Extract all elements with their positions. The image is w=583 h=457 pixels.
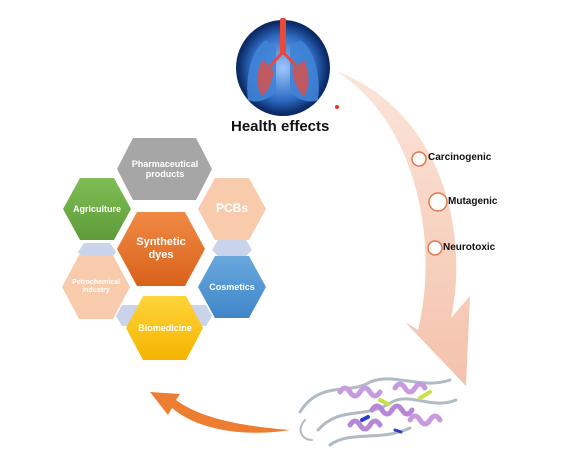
petrochemical-industry-label: Petrochemical industry <box>72 278 120 294</box>
neurotoxic-bullet <box>427 240 443 256</box>
hex-connector <box>212 240 252 256</box>
hexagon-agriculture <box>63 178 131 240</box>
carcinogenic-bullet <box>411 151 427 167</box>
carcinogenic-label: Carcinogenic <box>428 152 492 163</box>
return-arrow <box>150 392 290 433</box>
neurotoxic-label: Neurotoxic <box>443 242 496 253</box>
health-effects-title: Health effects <box>231 118 330 135</box>
protein-structure-image <box>298 377 458 447</box>
biomedicine-label: Biomedicine <box>138 322 192 333</box>
health-flow-arrow <box>336 71 470 386</box>
mutagenic-bullet <box>428 192 448 212</box>
synthetic-dyes-label: Synthetic dyes <box>136 236 186 261</box>
hexagon-pharmaceutical-products <box>117 138 212 200</box>
agriculture-label: Agriculture <box>72 203 121 214</box>
mutagenic-label: Mutagenic <box>448 196 498 207</box>
hexagon-petrochemical-industry <box>62 255 130 319</box>
hexagon-cosmetics <box>198 256 266 318</box>
lungs-image <box>236 18 339 116</box>
hexagon-synthetic-dyes <box>117 212 205 286</box>
hexagon-biomedicine <box>126 296 203 360</box>
pcbs-label: PCBs <box>215 201 248 216</box>
hexagon-pcbs <box>198 178 266 240</box>
pharmaceutical-products-label: Pharmaceutical products <box>131 158 199 179</box>
cosmetics-label: Cosmetics <box>209 281 255 292</box>
